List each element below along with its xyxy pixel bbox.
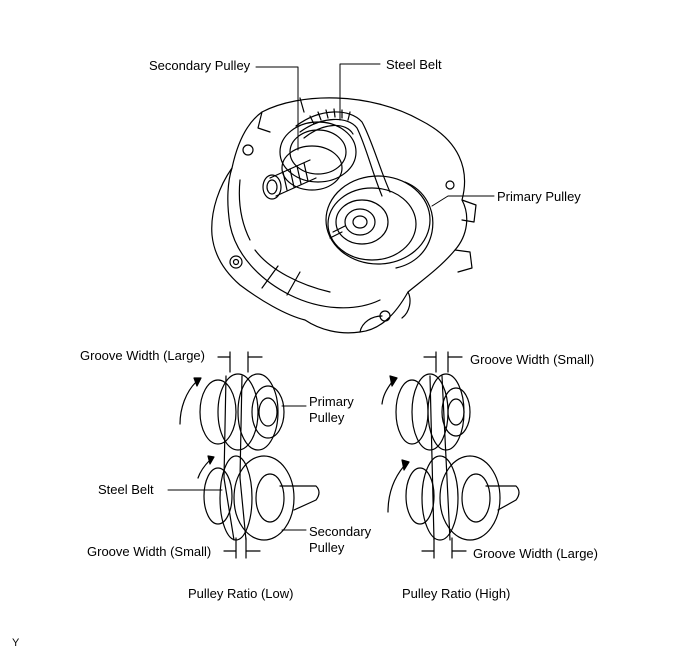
label-steel-belt-low: Steel Belt xyxy=(98,482,154,497)
caption-pulley-ratio-high: Pulley Ratio (High) xyxy=(402,586,511,601)
label-primary-line1: Primary xyxy=(309,394,354,409)
label-groove-width-small-high: Groove Width (Small) xyxy=(470,352,595,367)
label-steel-belt: Steel Belt xyxy=(386,57,442,72)
caption-pulley-ratio-low: Pulley Ratio (Low) xyxy=(188,586,294,601)
label-groove-width-large-low: Groove Width (Large) xyxy=(80,348,205,363)
label-groove-width-large-high: Groove Width (Large) xyxy=(473,546,598,561)
label-primary-pulley: Primary Pulley xyxy=(497,189,581,204)
steel-belt-top xyxy=(295,108,391,197)
label-secondary-pulley: Secondary Pulley xyxy=(149,58,251,73)
label-secondary-line1: Secondary xyxy=(309,524,372,539)
pulley-ratio-low-drawing xyxy=(167,351,320,559)
pulley-ratio-high-drawing xyxy=(381,351,520,559)
leader-lines-top xyxy=(255,63,495,207)
primary-pulley-top xyxy=(325,175,434,269)
label-secondary-line2: Pulley xyxy=(309,540,345,555)
label-groove-width-small-low: Groove Width (Small) xyxy=(87,544,212,559)
label-primary-line2: Pulley xyxy=(309,410,345,425)
figure-code: Y xyxy=(12,637,20,649)
transaxle-housing xyxy=(211,97,477,334)
